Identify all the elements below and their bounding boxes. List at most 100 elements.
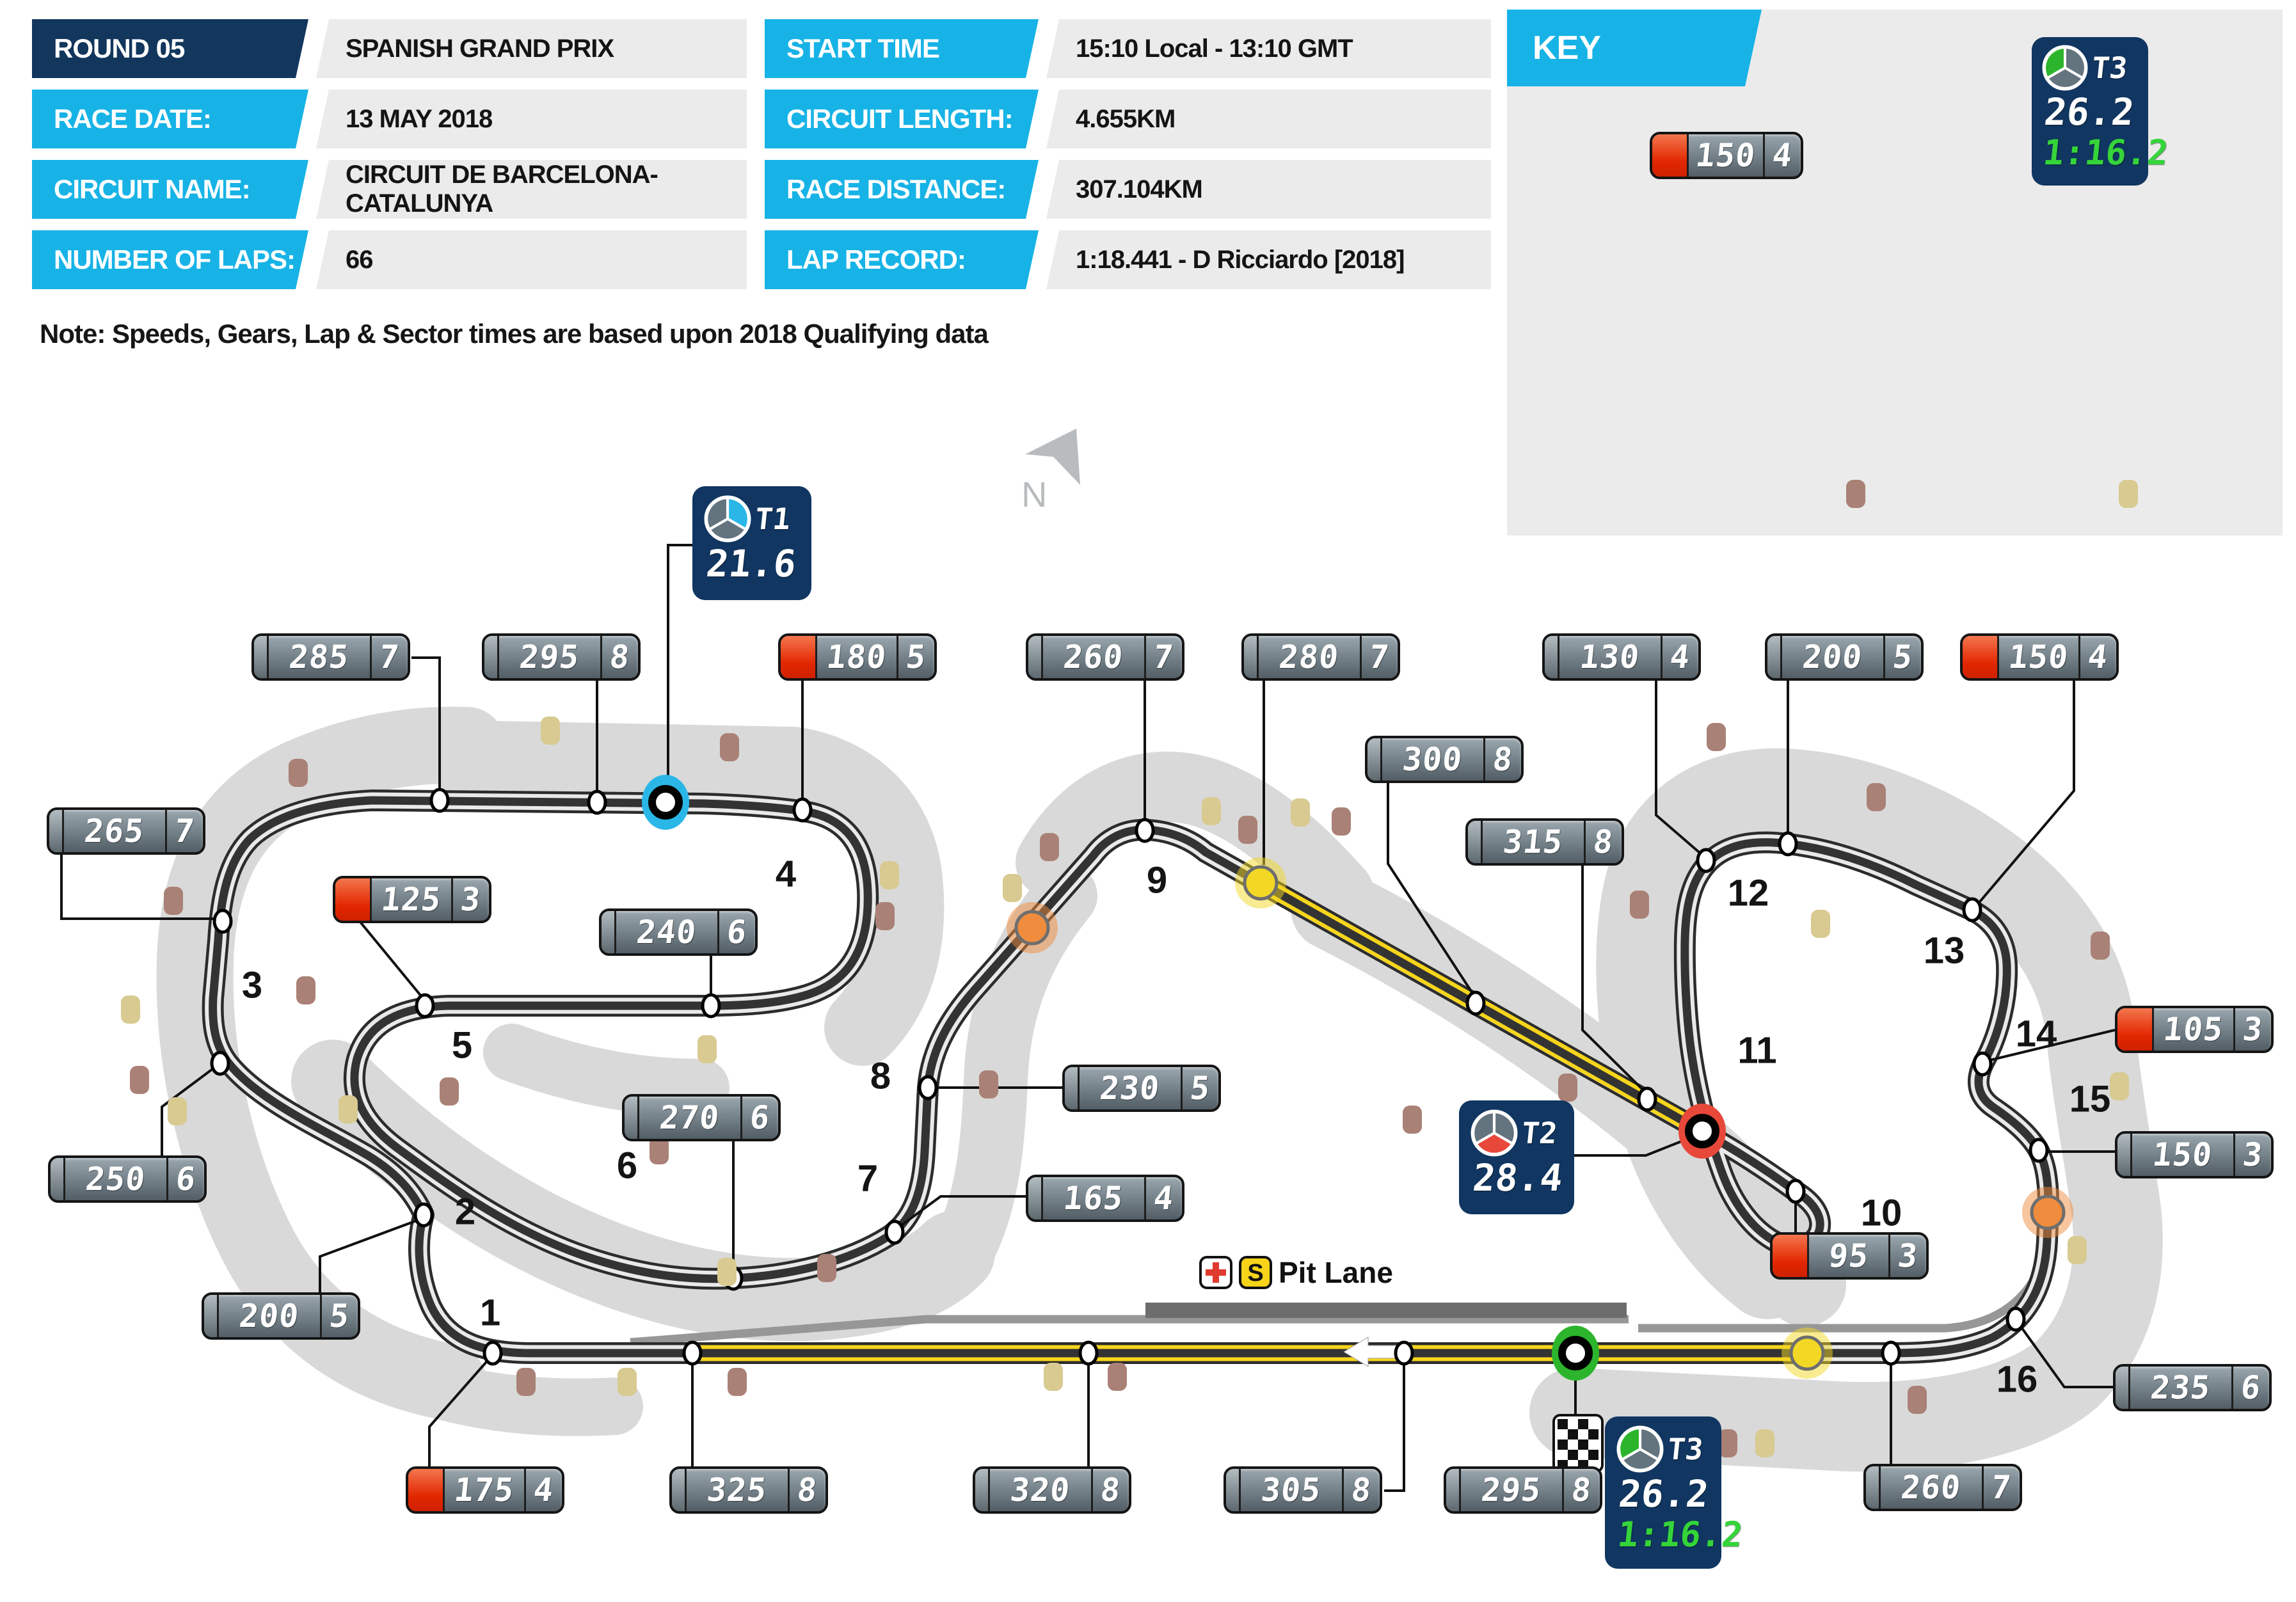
track-post xyxy=(1718,1429,1737,1457)
speed-gear-marker: 150 3 xyxy=(2115,1131,2274,1178)
sector-id: T3 xyxy=(1666,1432,1705,1466)
speed-value: 235 xyxy=(2149,1369,2213,1406)
key-light-icon xyxy=(2119,480,2138,508)
sector-timing-rings xyxy=(642,775,1726,1381)
braking-indicator xyxy=(975,1469,990,1511)
track-post xyxy=(979,1070,998,1098)
gear-value: 7 xyxy=(1144,636,1182,678)
speed-value: 315 xyxy=(1501,823,1565,860)
info-row: CIRCUIT NAME: CIRCUIT DE BARCELONA-CATAL… xyxy=(32,160,747,219)
speed-gear-marker: 265 7 xyxy=(47,807,205,855)
braking-indicator xyxy=(625,1097,639,1139)
speed-gear-marker: 180 5 xyxy=(778,633,937,681)
turn-number: 11 xyxy=(1737,1029,1777,1072)
svg-text:S: S xyxy=(1247,1260,1263,1287)
track-post xyxy=(720,733,739,761)
gear-value: 8 xyxy=(1342,1469,1380,1511)
gear-value: 8 xyxy=(600,636,638,678)
info-label: ROUND 05 xyxy=(32,19,308,78)
connector-lines xyxy=(60,544,2116,1492)
sector-pie-icon xyxy=(1471,1109,1518,1157)
info-value: 4.655KM xyxy=(1046,90,1491,148)
track-post xyxy=(1040,833,1059,861)
info-row: RACE DATE: 13 MAY 2018 xyxy=(32,90,747,148)
timing-box-t2: T2 28.4 xyxy=(1459,1100,1574,1214)
pit-lane-label: S Pit Lane xyxy=(1199,1255,1393,1290)
speed-value: 200 xyxy=(1801,638,1865,676)
track-post xyxy=(1291,798,1310,827)
turn-number: 5 xyxy=(451,1024,473,1067)
speed-value: 260 xyxy=(1899,1469,1963,1506)
north-arrow-icon xyxy=(1025,429,1080,485)
speed-gear-marker: 200 5 xyxy=(202,1292,360,1340)
track-post xyxy=(2110,1072,2129,1100)
speed-value: 180 xyxy=(825,638,889,676)
speed-value: 325 xyxy=(705,1471,769,1509)
speed-value: 150 xyxy=(2007,638,2071,676)
track-post xyxy=(296,976,315,1004)
track-post xyxy=(339,1095,358,1123)
speed-gear-marker: 240 6 xyxy=(599,908,758,956)
speed-value: 265 xyxy=(83,813,147,850)
gear-value: 4 xyxy=(524,1469,562,1511)
info-value: SPANISH GRAND PRIX xyxy=(316,19,747,78)
sector-pie-icon xyxy=(1616,1425,1664,1473)
info-label: LAP RECORD: xyxy=(765,230,1039,289)
braking-indicator xyxy=(1963,636,1999,678)
speed-gear-marker: 320 8 xyxy=(973,1466,1131,1514)
lap-time-value: 1:16.2 xyxy=(1615,1514,1745,1555)
info-label: CIRCUIT LENGTH: xyxy=(765,90,1039,148)
speed-gear-marker: 285 7 xyxy=(251,633,410,681)
speed-gear-marker: 260 7 xyxy=(1026,633,1184,681)
braking-indicator xyxy=(1866,1466,1881,1509)
turn-number: 1 xyxy=(479,1292,501,1334)
braking-indicator xyxy=(1545,636,1559,678)
speed-gear-marker: 130 4 xyxy=(1542,633,1701,681)
info-row: RACE DISTANCE: 307.104KM xyxy=(765,160,1491,219)
braking-indicator xyxy=(1652,134,1689,177)
speed-value: 285 xyxy=(287,638,351,676)
track-post xyxy=(1707,723,1726,751)
turn-number: 2 xyxy=(454,1191,476,1233)
gear-value: 8 xyxy=(1483,738,1521,781)
timing-box-t1: T1 21.6 xyxy=(692,486,811,600)
finish-flag-icon xyxy=(1552,1414,1604,1473)
turn-number: 15 xyxy=(2069,1078,2111,1120)
gear-value: 6 xyxy=(717,911,755,953)
turn-number: 10 xyxy=(1860,1192,1902,1234)
turn-number: 9 xyxy=(1146,859,1168,901)
speed-value: 260 xyxy=(1062,638,1126,676)
speed-gear-marker: 200 5 xyxy=(1765,633,1924,681)
sector-time-value: 28.4 xyxy=(1471,1156,1565,1200)
track-post xyxy=(541,717,560,745)
speed-value: 250 xyxy=(84,1161,148,1198)
speed-gear-marker: 105 3 xyxy=(2115,1006,2274,1053)
gear-value: 3 xyxy=(2233,1134,2271,1176)
speed-gear-marker: 280 7 xyxy=(1241,633,1400,681)
speed-gear-marker: 300 8 xyxy=(1365,736,1524,783)
speed-gear-marker: 150 4 xyxy=(1960,633,2119,681)
drs-points xyxy=(1007,857,2073,1379)
key-panel: KEY xyxy=(1507,10,2283,535)
turn-number: 14 xyxy=(2015,1013,2057,1055)
gear-value: 8 xyxy=(1562,1469,1600,1511)
speed-gear-marker: 305 8 xyxy=(1224,1466,1382,1514)
speed-gear-marker: 175 4 xyxy=(406,1466,564,1514)
speed-value: 130 xyxy=(1578,638,1642,676)
speed-value: 150 xyxy=(1694,137,1758,174)
track-post xyxy=(1630,891,1649,919)
sector-time-value: 26.2 xyxy=(2042,90,2137,134)
info-row: NUMBER OF LAPS: 66 xyxy=(32,230,747,289)
qualifying-note: Note: Speeds, Gears, Lap & Sector times … xyxy=(40,319,989,349)
track-post xyxy=(168,1097,187,1125)
speed-gear-marker: 250 6 xyxy=(48,1155,207,1203)
sector-pie-icon xyxy=(2042,45,2088,91)
track-post xyxy=(1202,797,1221,825)
braking-indicator xyxy=(49,810,64,852)
gear-value: 5 xyxy=(1181,1067,1218,1109)
braking-indicator xyxy=(204,1295,219,1337)
gear-value: 4 xyxy=(2078,636,2116,678)
speed-value: 125 xyxy=(379,881,443,918)
gear-value: 6 xyxy=(166,1158,204,1200)
braking-indicator xyxy=(51,1158,65,1200)
